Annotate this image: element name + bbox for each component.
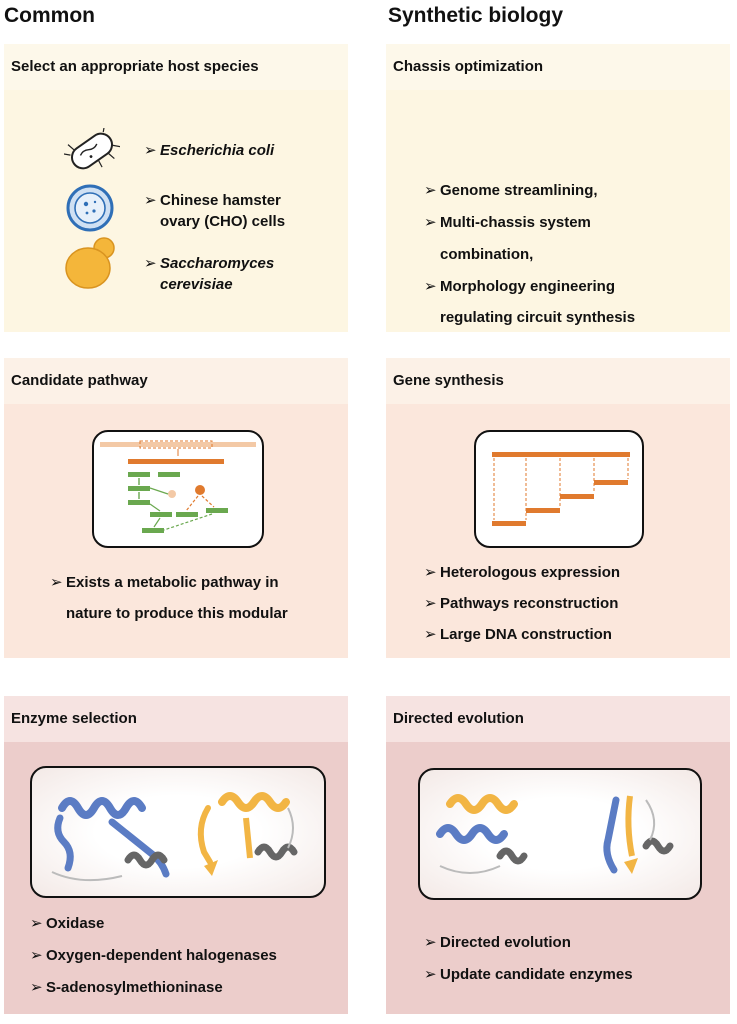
directed-evolution-header: Directed evolution: [386, 696, 730, 742]
chassis-item-multi: ➢Multi-chassis system: [424, 214, 591, 231]
gene-synthesis-body: ➢Heterologous expression ➢Pathways recon…: [386, 404, 730, 658]
evolved-protein-illustration: [418, 768, 702, 900]
evolution-item-directed: ➢Directed evolution: [424, 934, 571, 951]
enzyme-selection-body: ➢Oxidase ➢Oxygen-dependent halogenases ➢…: [4, 742, 348, 1014]
host-item-ecoli: ➢Escherichia coli: [144, 142, 275, 159]
enzyme-selection-header: Enzyme selection: [4, 696, 348, 742]
enzyme-item-halogenases: ➢Oxygen-dependent halogenases: [30, 947, 277, 964]
enzyme-item-oxidase: ➢Oxidase: [30, 915, 105, 932]
protein-structure-illustration: [30, 766, 326, 898]
candidate-pathway-body: ➢Exists a metabolic pathway in nature to…: [4, 404, 348, 658]
cho-cell-icon: [66, 184, 114, 232]
host-species-header: Select an appropriate host species: [4, 44, 348, 90]
enzyme-item-sam: ➢S-adenosylmethioninase: [30, 979, 223, 996]
host-item-yeast-line2: cerevisiae: [160, 276, 233, 293]
chassis-item-genome: ➢Genome streamlining,: [424, 182, 598, 199]
pathway-item-line2: nature to produce this modular: [66, 605, 288, 622]
gene-item-heterologous: ➢Heterologous expression: [424, 564, 621, 581]
candidate-pathway-header: Candidate pathway: [4, 358, 348, 404]
host-item-cho-line2: ovary (CHO) cells: [160, 213, 286, 230]
yellow-helix-protein: [197, 792, 298, 876]
mixed-helix-protein-right: [603, 795, 674, 874]
gene-item-large-dna: ➢Large DNA construction: [424, 626, 612, 643]
evolution-item-update: ➢Update candidate enzymes: [424, 966, 633, 983]
directed-evolution-body: ➢Directed evolution ➢Update candidate en…: [386, 742, 730, 1014]
synthetic-biology-column-title: Synthetic biology: [388, 4, 564, 27]
yeast-icon: [62, 236, 122, 292]
mixed-helix-protein-left: [436, 794, 528, 874]
blue-helix-protein: [51, 797, 170, 882]
chassis-item-morphology: ➢Morphology engineering: [424, 278, 615, 295]
common-column-title: Common: [4, 4, 95, 27]
chassis-optimization-body: ➢Genome streamlining, ➢Multi-chassis sys…: [386, 90, 730, 332]
host-item-yeast: ➢Saccharomyces: [144, 255, 275, 272]
gene-assembly-diagram: [474, 430, 644, 548]
pathway-item: ➢Exists a metabolic pathway in: [50, 574, 279, 591]
metabolic-pathway-diagram: [92, 430, 264, 548]
host-species-body: ➢Escherichia coli ➢Chinese hamster ovary…: [4, 90, 348, 332]
bacterium-icon: [64, 128, 120, 174]
chassis-item-multi-line2: combination,: [440, 246, 534, 263]
host-item-cho: ➢Chinese hamster: [144, 192, 281, 209]
chassis-optimization-header: Chassis optimization: [386, 44, 730, 90]
gene-item-pathways: ➢Pathways reconstruction: [424, 595, 619, 612]
gene-synthesis-header: Gene synthesis: [386, 358, 730, 404]
chassis-item-morphology-line2: regulating circuit synthesis: [440, 309, 636, 326]
